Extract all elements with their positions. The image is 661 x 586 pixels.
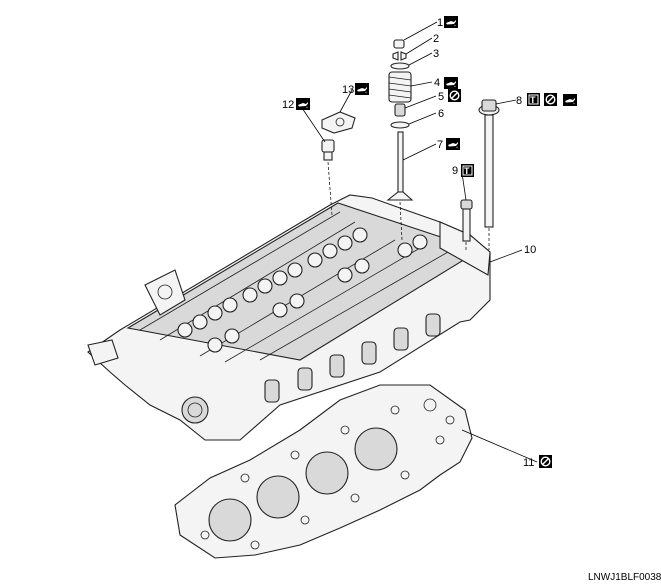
callout-1-number: 1 xyxy=(437,17,443,29)
callout-2: 2 xyxy=(433,33,439,45)
callout-13: 13 xyxy=(342,83,369,96)
callout-5-number: 5 xyxy=(438,91,444,103)
do-not-reuse-icon xyxy=(447,88,462,103)
part-3-retainer xyxy=(390,62,410,70)
callout-9: 9 T xyxy=(452,164,474,177)
callout-1: 1 xyxy=(437,16,458,29)
callout-4: 4 xyxy=(434,77,458,89)
callout-13-number: 13 xyxy=(342,84,354,96)
callout-3-number: 3 xyxy=(433,48,439,60)
callout-3: 3 xyxy=(433,48,439,60)
valve-train-clusters xyxy=(177,227,428,353)
part-13-rocker xyxy=(321,111,356,134)
part-12-plug xyxy=(321,139,335,216)
callout-6: 6 xyxy=(438,108,444,120)
part-7-valve xyxy=(386,131,414,201)
torque-icon-glyph-2: T xyxy=(464,166,470,176)
oil-icon xyxy=(446,138,460,150)
do-not-reuse-icon xyxy=(538,454,553,469)
callout-10: 10 xyxy=(524,244,536,256)
figure-code: LNWJ1BLF003801 xyxy=(588,572,661,583)
torque-icon: T xyxy=(527,93,540,106)
callout-2-number: 2 xyxy=(433,33,439,45)
callout-9-number: 9 xyxy=(452,165,458,177)
part-5-seal xyxy=(394,103,406,117)
leader-lines xyxy=(299,21,538,463)
torque-icon-glyph: T xyxy=(530,95,536,105)
callout-12-number: 12 xyxy=(282,99,294,111)
oil-icon xyxy=(296,98,310,110)
callout-7: 7 xyxy=(437,138,460,151)
callout-8: 8 T xyxy=(516,92,577,107)
callout-4-number: 4 xyxy=(434,77,440,89)
part-4-spring xyxy=(388,71,412,103)
part-6-washer xyxy=(390,121,410,129)
callout-12: 12 xyxy=(282,98,310,111)
callout-11: 11 xyxy=(523,454,553,469)
callout-5: 5 xyxy=(438,88,462,103)
oil-icon xyxy=(444,77,458,89)
part-1-cap xyxy=(393,39,405,49)
side-ports xyxy=(264,313,441,403)
callout-11-number: 11 xyxy=(523,457,534,469)
do-not-reuse-icon xyxy=(543,92,558,107)
part-11-head-gasket xyxy=(174,384,473,559)
oil-icon xyxy=(355,83,369,95)
part-9-bolt xyxy=(460,199,473,252)
oil-icon xyxy=(444,16,458,28)
cylinder-head xyxy=(87,194,491,441)
callout-8-number: 8 xyxy=(516,95,522,107)
part-8-head-bolt xyxy=(478,99,500,250)
valve-stack xyxy=(386,39,414,241)
callout-6-number: 6 xyxy=(438,108,444,120)
callout-7-number: 7 xyxy=(437,139,443,151)
oil-icon xyxy=(563,94,577,106)
part-2-keeper xyxy=(392,51,399,61)
callout-10-number: 10 xyxy=(524,244,536,256)
torque-icon: T xyxy=(461,164,474,177)
